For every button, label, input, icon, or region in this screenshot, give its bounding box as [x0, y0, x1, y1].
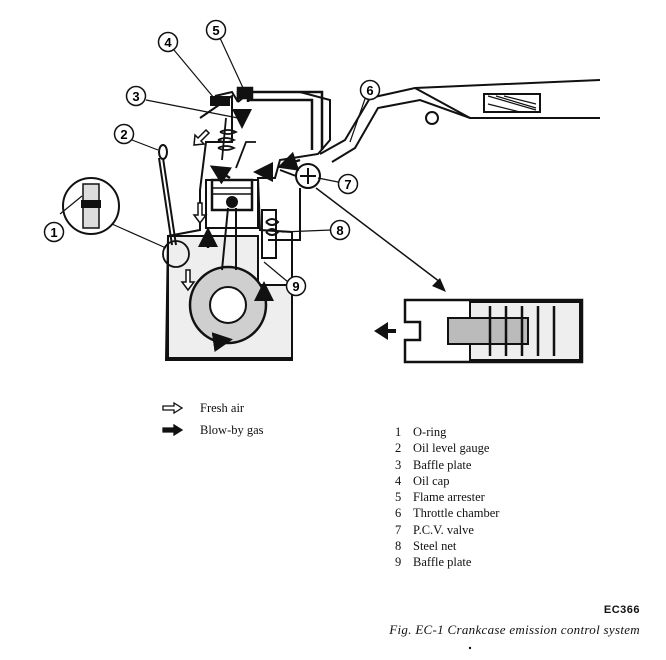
- hollow-arrow-icon: [162, 402, 184, 414]
- svg-text:4: 4: [164, 35, 172, 50]
- blow-by-gas-arrows: [198, 109, 301, 353]
- steel-net: [261, 209, 280, 259]
- oil-cap: [210, 96, 230, 106]
- caption-dot: [468, 646, 472, 650]
- svg-text:2: 2: [120, 127, 127, 142]
- figure-code: EC366: [603, 604, 640, 616]
- fresh-air-arrows: [180, 128, 211, 292]
- parts-list-item: 7 P.C.V. valve: [395, 522, 499, 538]
- part-name: Baffle plate: [413, 555, 472, 570]
- callout-3: 3: [125, 85, 147, 107]
- legend-fresh-air: Fresh air: [162, 397, 264, 419]
- callout-2: 2: [113, 123, 135, 145]
- parts-list-item: 4 Oil cap: [395, 473, 499, 489]
- part-name: Throttle chamber: [413, 506, 500, 521]
- parts-list-item: 2 Oil level gauge: [395, 440, 499, 456]
- crankcase: [167, 235, 293, 359]
- svg-text:7: 7: [344, 177, 351, 192]
- oil-level-gauge: [158, 144, 177, 246]
- callout-6: 6: [359, 79, 381, 101]
- part-name: Steel net: [413, 539, 457, 554]
- svg-text:9: 9: [292, 279, 299, 294]
- pcv-valve-detail: [374, 298, 584, 364]
- part-name: O-ring: [413, 425, 447, 439]
- part-name: Flame arrester: [413, 490, 485, 505]
- callout-4: 4: [157, 31, 179, 53]
- flame-arrester-tube: [236, 86, 324, 150]
- solid-arrow-icon: [162, 424, 184, 436]
- flow-legend: Fresh air Blow-by gas: [162, 397, 264, 441]
- svg-text:8: 8: [336, 223, 343, 238]
- part-number: 4: [395, 473, 402, 488]
- part-number: 2: [395, 441, 402, 456]
- parts-list-item: 1 O-ring: [395, 424, 499, 440]
- pcv-zoom-pointer: [315, 187, 441, 283]
- piston-assembly: [205, 178, 259, 271]
- air-cleaner-element: [483, 93, 541, 113]
- part-number: 9: [395, 555, 402, 570]
- o-ring-inset: [62, 177, 167, 249]
- part-number: 8: [395, 539, 402, 554]
- legend-fresh-air-label: Fresh air: [200, 401, 245, 415]
- callout-8: 8: [329, 219, 351, 241]
- svg-text:5: 5: [212, 23, 219, 38]
- figure-caption: Fig. EC-1 Crankcase emission control sys…: [389, 622, 640, 637]
- part-number: 6: [395, 506, 402, 521]
- part-name: P.C.V. valve: [413, 522, 474, 537]
- callout-9: 9: [285, 275, 307, 297]
- parts-list-item: 5 Flame arrester: [395, 489, 499, 505]
- svg-text:3: 3: [132, 89, 139, 104]
- part-name: Baffle plate: [413, 457, 472, 472]
- part-number: 5: [395, 490, 402, 505]
- parts-list-item: 9 Baffle plate: [395, 554, 499, 570]
- part-name: Oil cap: [413, 473, 450, 488]
- part-name: Oil level gauge: [413, 441, 490, 456]
- o-ring-callout-circle: [162, 240, 190, 268]
- callout-5: 5: [205, 19, 227, 41]
- callout-7: 7: [337, 173, 359, 195]
- parts-list-item: 8 Steel net: [395, 538, 499, 554]
- valve-train: [217, 117, 256, 169]
- pcv-valve: [268, 163, 321, 241]
- legend-blow-by-gas-label: Blow-by gas: [200, 423, 264, 437]
- callout-leaders: [59, 37, 367, 283]
- svg-text:6: 6: [366, 83, 373, 98]
- parts-list-item: 6 Throttle chamber: [395, 505, 499, 521]
- pcv-zoom-arrowhead: [432, 278, 446, 292]
- callout-1: 1: [43, 221, 65, 243]
- svg-text:1: 1: [50, 225, 57, 240]
- part-number: 1: [395, 425, 402, 439]
- legend-blow-by-gas: Blow-by gas: [162, 419, 264, 441]
- parts-list-item: 3 Baffle plate: [395, 457, 499, 473]
- part-number: 7: [395, 522, 402, 537]
- part-number: 3: [395, 457, 402, 472]
